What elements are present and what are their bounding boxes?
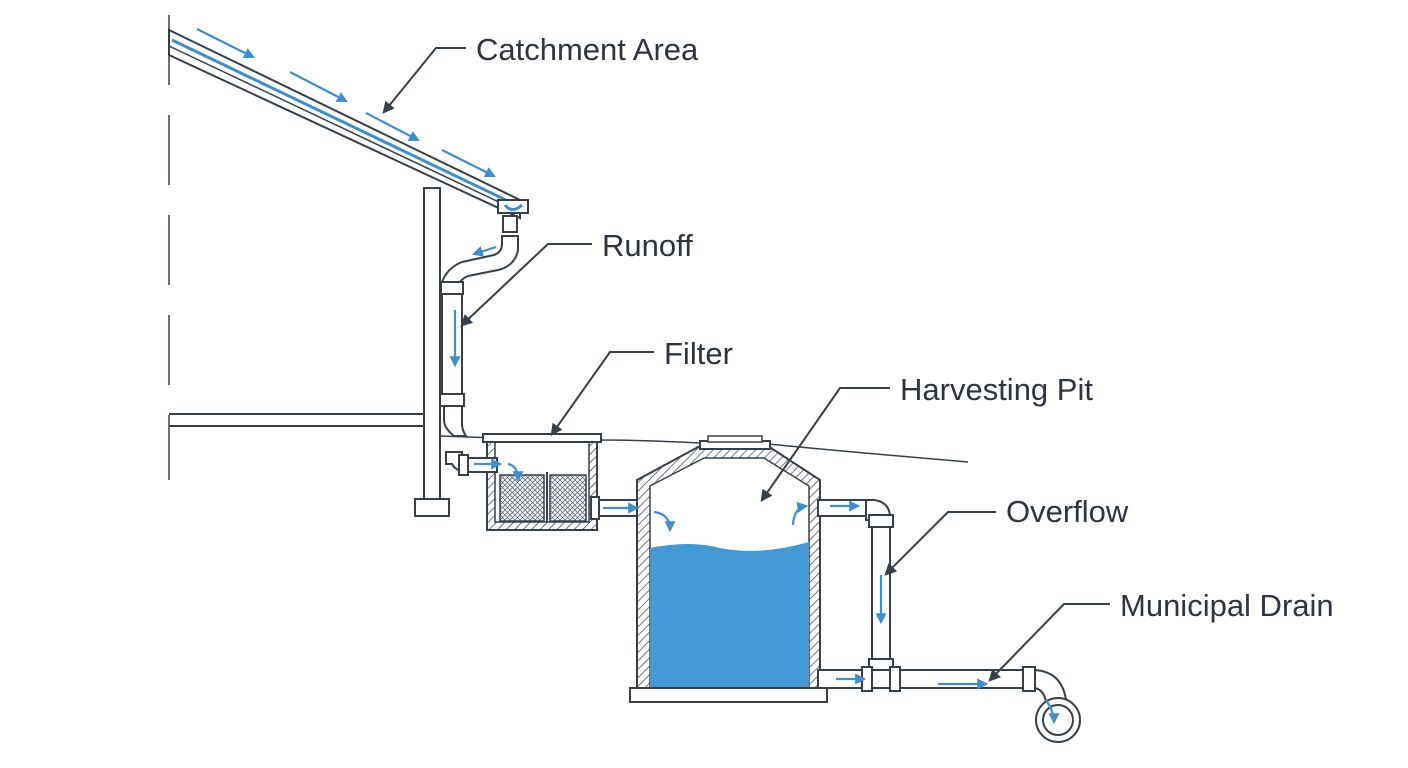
leader-overflow [884, 511, 996, 576]
label-harvesting-pit: Harvesting Pit [900, 372, 1093, 407]
filter-unit [482, 433, 602, 531]
labels: Catchment Area Runoff Filter Harvesting … [476, 32, 1334, 623]
flow-arrow [653, 510, 676, 533]
label-filter: Filter [664, 336, 733, 371]
leader-filter [550, 351, 654, 436]
column-footing [414, 498, 450, 517]
filter-media-right [549, 474, 587, 522]
leader-drain [988, 603, 1110, 682]
label-overflow: Overflow [1006, 494, 1129, 529]
label-runoff: Runoff [602, 228, 693, 263]
leader-runoff [460, 243, 592, 327]
flow-arrow [441, 149, 496, 177]
house-column [423, 187, 441, 501]
flow-arrow [507, 462, 524, 483]
downpipe-vertical [441, 293, 463, 395]
flow-arrow [365, 112, 420, 142]
roof-water-film [171, 38, 511, 204]
flow-arrow [196, 28, 255, 58]
filter-media-left [499, 474, 545, 522]
harvesting-pit [629, 435, 828, 703]
flow-arrows [196, 28, 1060, 725]
filter-inlet-pipe [445, 451, 498, 476]
pit-water [650, 542, 809, 688]
downpipe [438, 215, 519, 437]
label-catchment-area: Catchment Area [476, 32, 699, 67]
leader-pit [760, 387, 890, 502]
gutter [497, 199, 529, 214]
pit-base [629, 687, 828, 703]
flow-arrow [791, 502, 809, 526]
house [168, 15, 529, 517]
label-municipal-drain: Municipal Drain [1120, 588, 1334, 623]
flow-arrow [1045, 699, 1060, 725]
leader-catchment [382, 47, 466, 114]
filter-lid [482, 433, 602, 443]
leader-lines [382, 47, 1110, 682]
flow-arrow [471, 245, 497, 257]
flow-arrow [289, 71, 348, 103]
